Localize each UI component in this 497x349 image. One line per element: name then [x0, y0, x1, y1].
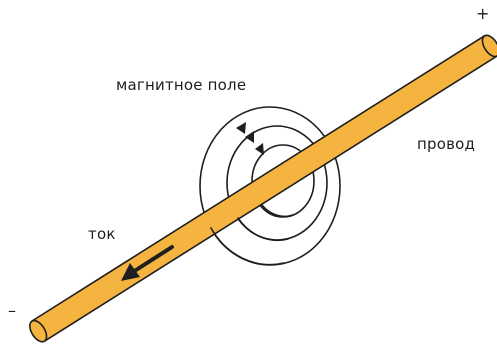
arrowhead-icon: [236, 122, 246, 134]
negative-terminal-label: –: [8, 303, 16, 319]
field-line-middle-front: [238, 218, 288, 240]
wire-body: [32, 36, 497, 342]
arrowhead-icon: [255, 143, 264, 155]
magnetic-field-label: магнитное поле: [116, 78, 246, 93]
positive-terminal-label: +: [476, 6, 489, 22]
field-line-outer-front: [211, 228, 284, 265]
field-line-inner-front: [262, 205, 293, 216]
current-label: ток: [88, 227, 116, 242]
wire-label: провод: [417, 137, 475, 152]
wire: [26, 32, 497, 344]
field-direction-arrows: [236, 122, 264, 155]
arrowhead-icon: [245, 131, 254, 143]
